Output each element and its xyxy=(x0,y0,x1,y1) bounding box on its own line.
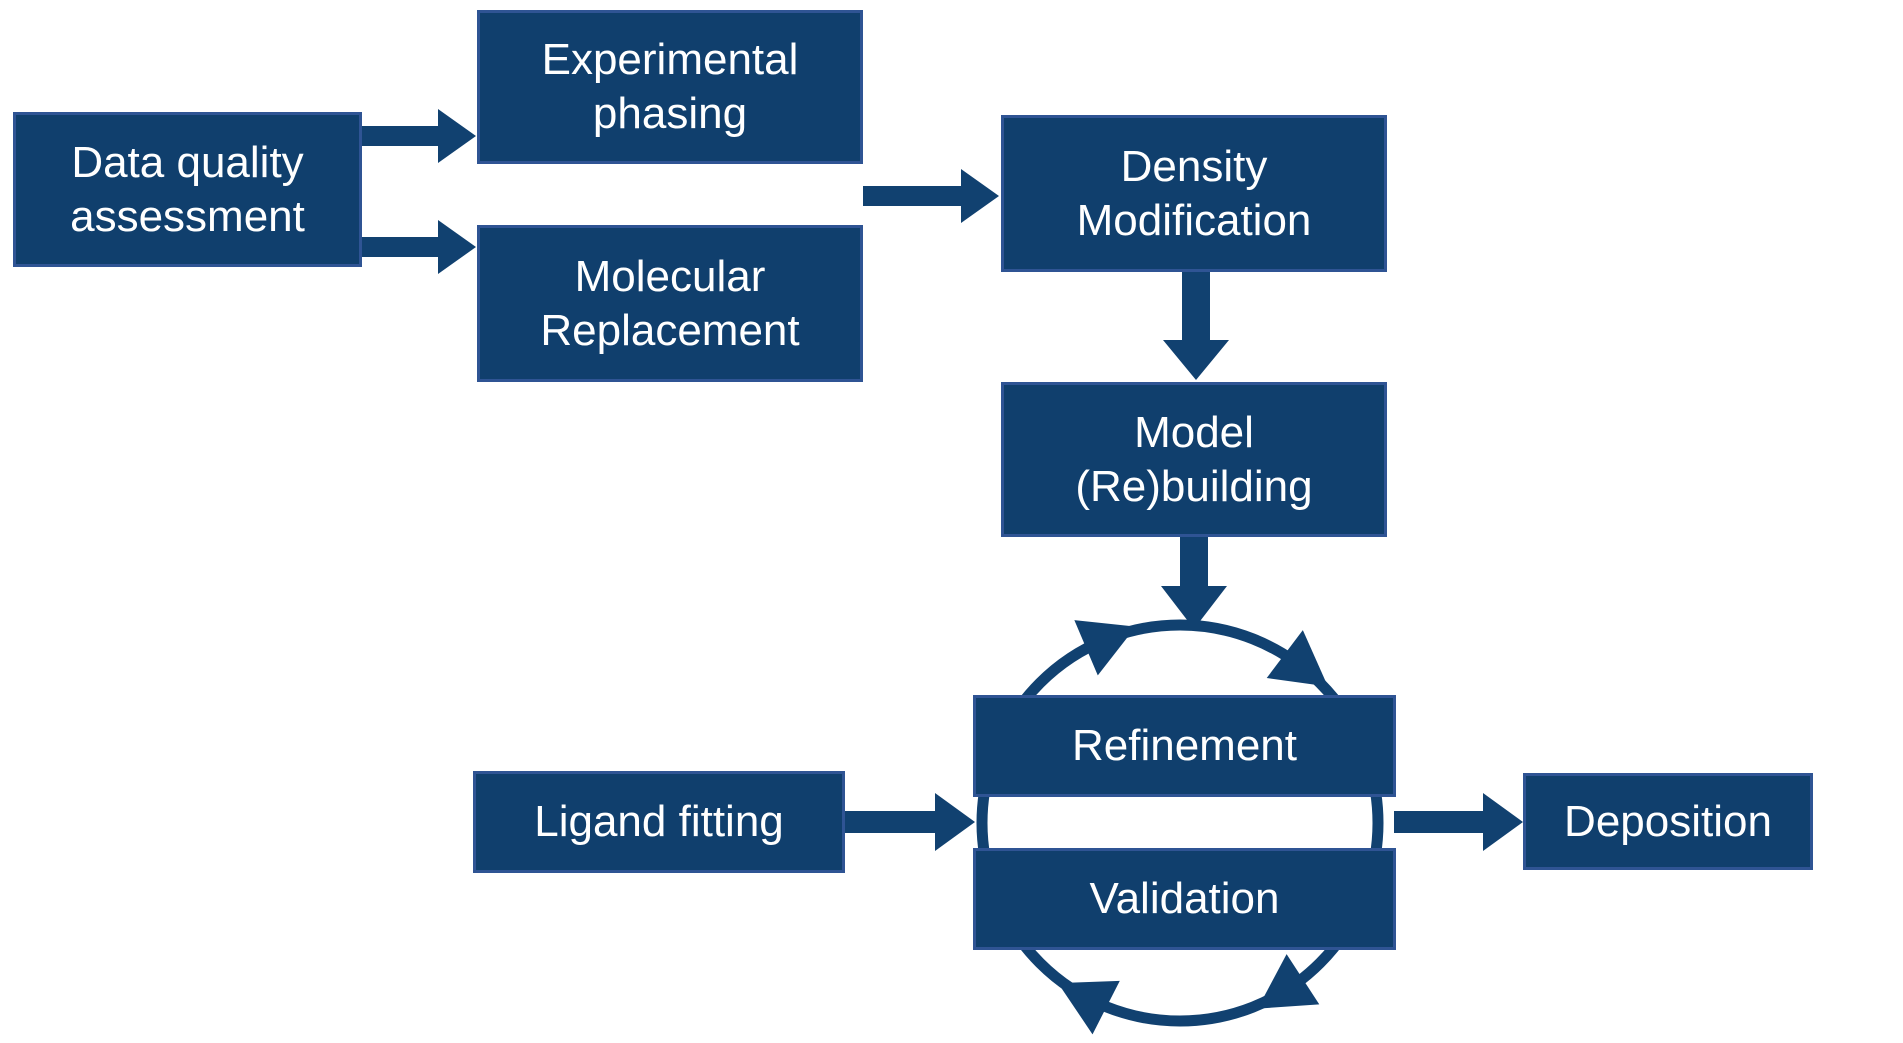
arrow-density-to-model-rebuilding xyxy=(1163,271,1229,380)
arrow-data-quality-to-molecular-replacement xyxy=(360,220,476,274)
arrow-ligand-fitting-to-cycle xyxy=(843,793,975,851)
cycle-circle xyxy=(976,619,1384,1027)
node-label: Refinement xyxy=(1071,721,1297,771)
arrow-model-rebuilding-to-cycle xyxy=(1161,536,1227,629)
node-label: Model (Re)building xyxy=(1075,407,1313,511)
node-validation: Validation xyxy=(973,848,1396,950)
cycle-arrowhead xyxy=(1074,620,1136,676)
node-label: Experimental phasing xyxy=(541,35,799,138)
cycle-arrowhead xyxy=(1257,954,1320,1009)
node-experimental-phasing: Experimental phasing xyxy=(477,10,863,164)
node-density-modification: Density Modification xyxy=(1001,115,1387,272)
arrow-data-quality-to-experimental-phasing xyxy=(360,109,476,163)
node-label: Ligand fitting xyxy=(534,797,784,847)
node-label: Data quality assessment xyxy=(70,137,305,241)
node-model-rebuilding: Model (Re)building xyxy=(1001,382,1387,537)
node-label: Validation xyxy=(1089,874,1280,924)
refinement-validation-cycle xyxy=(976,619,1384,1035)
arrow-phasing-to-density-modification xyxy=(863,169,999,223)
cycle-arrowhead xyxy=(1058,980,1120,1035)
node-data-quality-assessment: Data quality assessment xyxy=(13,112,362,267)
node-label: Density Modification xyxy=(1076,141,1312,245)
node-label: Deposition xyxy=(1564,796,1772,846)
node-molecular-replacement: Molecular Replacement xyxy=(477,225,863,382)
node-refinement: Refinement xyxy=(973,695,1396,797)
node-label: Molecular Replacement xyxy=(540,251,800,355)
node-ligand-fitting: Ligand fitting xyxy=(473,771,845,873)
node-deposition: Deposition xyxy=(1523,773,1813,870)
cycle-arrowhead xyxy=(1266,630,1328,687)
arrow-cycle-to-deposition xyxy=(1394,793,1523,851)
